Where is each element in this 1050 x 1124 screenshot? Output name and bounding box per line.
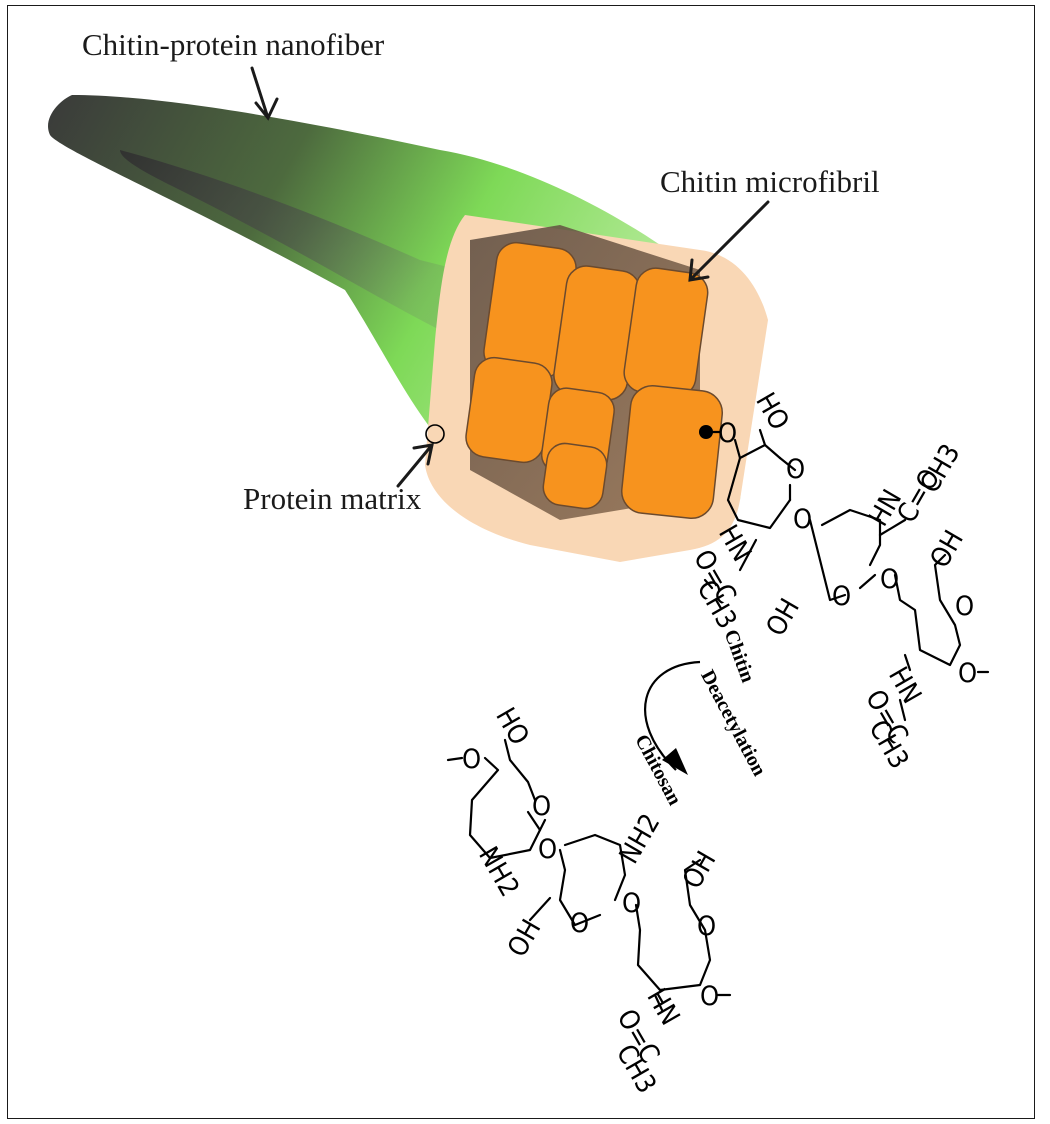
chitin-structure	[703, 428, 990, 722]
fibril-anchor-dot	[699, 425, 713, 439]
chitosan-oh1: OH	[502, 914, 548, 962]
chitosan-labels: O HO O O NH2 NH2 OH O O OH O HN O=C CH3 …	[462, 703, 722, 1099]
nanofiber-label: Chitin-protein nanofiber	[82, 27, 385, 62]
protein-matrix-marker	[425, 424, 445, 444]
reaction-product: Chitosan	[630, 731, 685, 809]
nanofiber-core	[120, 150, 470, 330]
chitosan-o-ring2: O	[570, 908, 589, 939]
fibril-block	[465, 356, 553, 464]
chitin-o-tail: O	[958, 658, 977, 689]
chitosan-o-glyco2: O	[622, 888, 641, 919]
fibril-block	[620, 384, 724, 520]
matrix-arrow	[396, 443, 434, 488]
nanofiber-arrow	[250, 66, 279, 121]
chitosan-structure	[446, 738, 732, 1012]
reaction-reactant: Chitin	[720, 627, 759, 686]
chitosan-o-ring1: O	[532, 791, 551, 822]
chitosan-ho: HO	[489, 703, 535, 751]
fibril-block	[542, 442, 608, 510]
chitosan-o-ring3: O	[697, 911, 716, 942]
label-arrows	[250, 66, 770, 488]
chitosan-nh2-1: NH2	[472, 842, 525, 902]
chitin-o-link: O	[718, 418, 737, 449]
chitin-oh1: OH	[760, 594, 806, 642]
matrix-label: Protein matrix	[243, 481, 422, 516]
chitosan-o-head: O	[462, 744, 481, 775]
chitin-o-glyco1: O	[793, 504, 812, 535]
chitin-o-glyco2: O	[880, 564, 899, 595]
chitin-microfibrils	[465, 241, 724, 520]
chitin-o-ring2: O	[832, 581, 851, 612]
chitosan-oh2: OH	[677, 846, 723, 894]
deacetylation-arrow: Chitin Deacetylation Chitosan	[630, 627, 770, 809]
chitosan-o-tail: O	[700, 981, 719, 1012]
chitin-oh2: OH	[924, 525, 970, 573]
chitin-o-ring3: O	[955, 591, 974, 622]
chitosan-o-glyco1: O	[538, 834, 557, 865]
microfibril-label: Chitin microfibril	[660, 164, 880, 199]
microfibril-arrow	[688, 200, 770, 282]
chitin-o-ring1: O	[786, 454, 805, 485]
reaction-process: Deacetylation	[696, 666, 770, 779]
